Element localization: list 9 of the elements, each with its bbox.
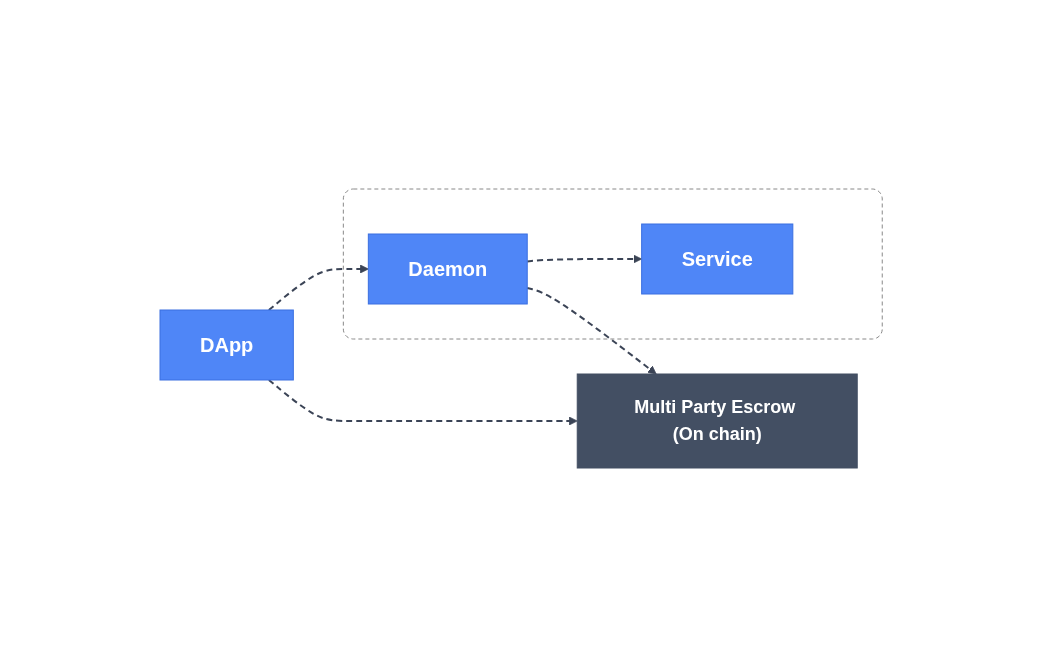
arrow xyxy=(526,286,657,374)
cluster xyxy=(342,188,883,339)
arrow xyxy=(267,264,369,311)
node-box: Multi Party Escrow (On chain) xyxy=(576,373,858,468)
node-box: DApp xyxy=(159,309,294,380)
node-box: Daemon xyxy=(367,233,528,304)
arrow xyxy=(267,378,578,425)
arrow xyxy=(526,254,642,263)
node-box: Service xyxy=(641,223,794,294)
